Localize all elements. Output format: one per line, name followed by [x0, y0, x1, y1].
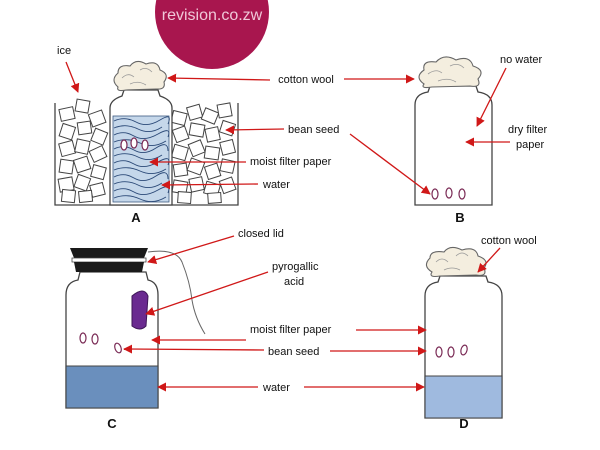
bean-seed — [431, 188, 439, 200]
watermark-circle — [155, 0, 269, 69]
bean-seed — [447, 346, 455, 358]
cotton-wool-plug — [418, 56, 482, 89]
arrow-cotton-wool-d — [477, 247, 501, 273]
setup-a: A — [54, 60, 239, 225]
label-moist-filter-paper-cd: moist filter paper — [250, 324, 332, 336]
closed-lid — [70, 248, 148, 272]
arrow-bean-seed-c — [123, 344, 265, 354]
cotton-wool-plug — [425, 246, 487, 278]
bean-seeds-c — [79, 332, 122, 354]
bean-seed — [460, 344, 468, 356]
bean-seed — [458, 188, 466, 200]
setup-label-a: A — [131, 210, 141, 225]
setup-label-c: C — [107, 416, 117, 431]
cotton-wool-plug — [113, 60, 167, 92]
arrow-cotton-wool-a — [167, 73, 271, 83]
arrow-water-a — [161, 180, 259, 190]
thread — [147, 250, 206, 335]
label-moist-filter-paper-a: moist filter paper — [250, 156, 332, 168]
arrow-ice — [65, 61, 80, 93]
setup-label-d: D — [459, 416, 468, 431]
arrow-bean-seed-a — [225, 125, 285, 135]
watermark-logo: revision.co.zw — [155, 0, 269, 69]
pyrogallic-acid-pouch — [131, 290, 149, 330]
label-water-a: water — [262, 179, 290, 191]
moist-filter-paper-texture — [112, 115, 170, 203]
bean-seeds-b — [431, 187, 466, 200]
bean-seed — [435, 346, 443, 358]
setup-c: C — [65, 248, 206, 431]
bean-seed — [141, 139, 149, 151]
bean-seed — [120, 139, 128, 151]
water-d — [424, 375, 503, 419]
bean-seed — [130, 137, 138, 149]
jar-b — [414, 85, 493, 206]
label-pyrogallic-line-1: pyrogallic — [272, 261, 319, 273]
bean-seed — [114, 342, 122, 354]
setup-b: B — [414, 56, 493, 225]
water-c — [65, 365, 159, 409]
watermark-text: revision.co.zw — [162, 7, 263, 24]
label-pyrogallic-line-2: acid — [284, 276, 304, 288]
label-no-water: no water — [500, 54, 543, 66]
label-ice: ice — [57, 45, 71, 57]
bean-seed — [91, 333, 99, 345]
label-water-cd: water — [262, 382, 290, 394]
setup-label-b: B — [455, 210, 464, 225]
setup-d: D — [424, 246, 503, 431]
label-bean-seed-a: bean seed — [288, 124, 339, 136]
bean-seed — [445, 187, 453, 199]
arrow-no-water — [476, 67, 507, 127]
label-bean-seed-cd: bean seed — [268, 346, 319, 358]
label-dry-filter-paper-line-2: paper — [516, 139, 544, 151]
label-closed-lid: closed lid — [238, 228, 284, 240]
arrow-closed-lid — [147, 235, 235, 264]
arrow-bean-seed-b — [349, 133, 431, 195]
bean-seeds-d — [435, 344, 468, 358]
bean-seed — [79, 332, 87, 344]
bean-seeds-a — [120, 137, 149, 151]
label-dry-filter-paper-line-1: dry filter — [508, 124, 547, 136]
label-cotton-wool-d: cotton wool — [481, 235, 537, 247]
ice-cubes — [57, 98, 237, 205]
arrow-pyrogallic-acid — [145, 271, 269, 316]
label-cotton-wool: cotton wool — [278, 74, 334, 86]
